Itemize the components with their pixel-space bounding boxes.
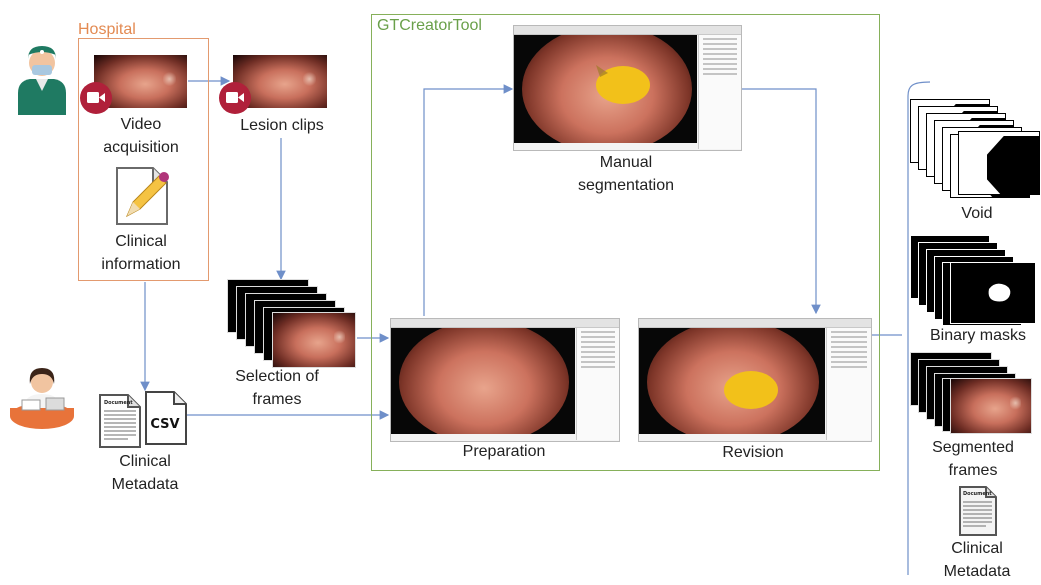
revision-label: Revision xyxy=(683,441,823,464)
svg-text:CSV: CSV xyxy=(150,417,179,432)
polyp-annotation xyxy=(717,366,787,416)
document-icon: Document xyxy=(958,485,998,537)
camera-icon xyxy=(80,82,112,114)
doctor-icon xyxy=(16,43,68,115)
polyp-mask-shape xyxy=(951,263,1035,323)
segmented-frame-thumbnail xyxy=(950,378,1032,434)
manual-segmentation-label: Manual segmentation xyxy=(556,151,696,197)
void-label: Void xyxy=(932,202,1022,225)
segmented-frames-label: Segmented frames xyxy=(918,436,1028,482)
preparation-label: Preparation xyxy=(434,440,574,463)
void-mask-layer xyxy=(958,131,1040,195)
nurse-icon xyxy=(8,360,76,430)
binary-masks-label: Binary masks xyxy=(918,324,1038,347)
hospital-title: Hospital xyxy=(78,21,136,39)
camera-icon xyxy=(219,82,251,114)
revision-screenshot xyxy=(638,318,872,442)
selection-of-frames-label: Selection of frames xyxy=(217,365,337,411)
document-icon: Document xyxy=(98,393,142,449)
csv-file-icon: CSV xyxy=(144,390,188,446)
lesion-clips-label: Lesion clips xyxy=(224,114,340,137)
polyp-annotation xyxy=(590,59,660,109)
clinical-pencil-icon xyxy=(113,162,171,228)
svg-text:Document: Document xyxy=(963,491,992,497)
clinical-metadata-label: Clinical Metadata xyxy=(90,450,200,496)
preparation-screenshot xyxy=(390,318,620,442)
output-clinical-metadata-label: Clinical Metadata xyxy=(922,537,1032,583)
selected-frame-thumbnail xyxy=(272,312,356,368)
video-acquisition-label: Video acquisition xyxy=(86,113,196,159)
manual-segmentation-screenshot xyxy=(513,25,742,151)
gtcreator-title: GTCreatorTool xyxy=(377,17,482,35)
svg-text:Document: Document xyxy=(104,400,133,406)
clinical-information-label: Clinical information xyxy=(86,230,196,276)
binary-mask-layer xyxy=(950,262,1036,324)
